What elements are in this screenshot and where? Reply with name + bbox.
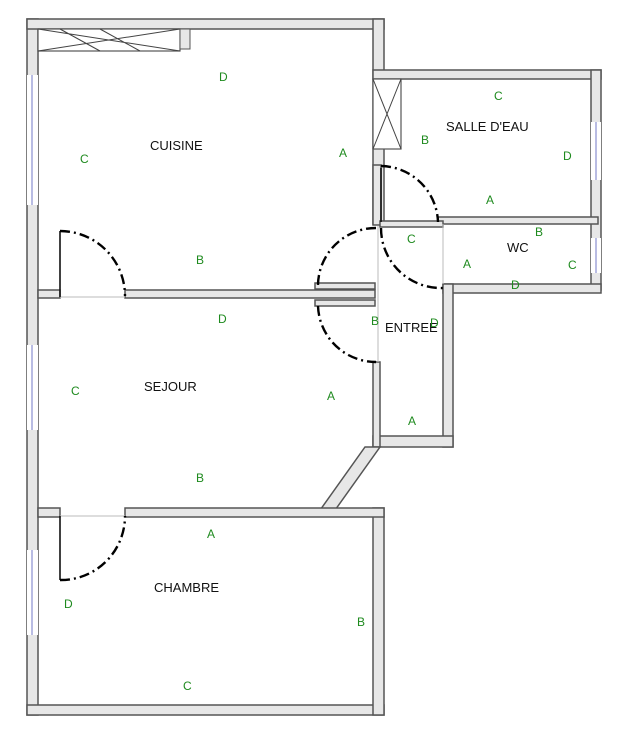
- wall-label-sejour-top: D: [218, 312, 227, 326]
- outer-wall-top: [26, 18, 385, 30]
- doors: [59, 164, 444, 582]
- wall-label-wc-right: C: [568, 258, 577, 272]
- sejour-chambre-wall-left: [37, 507, 61, 518]
- room-label-wc: WC: [507, 240, 529, 255]
- room-label-entree: ENTREE: [385, 320, 438, 335]
- wc-door-frame: [379, 220, 444, 228]
- wall-label-cuisine-right: A: [339, 146, 347, 160]
- wall-label-entree-left: B: [371, 314, 379, 328]
- chambre-right-wall: [372, 507, 385, 716]
- windows: [27, 75, 601, 635]
- diagonal-wall: [316, 446, 382, 514]
- door-swing-cuisine-entree: [316, 226, 377, 289]
- entree-bottom-wall: [372, 435, 454, 448]
- entry-door-frame-upper: [314, 282, 376, 290]
- room-labels: CUISINE SALLE D'EAU WC ENTREE SEJOUR CHA…: [144, 119, 529, 595]
- wall-label-salle-deau-left: B: [421, 133, 429, 147]
- vent-cross-top: [37, 28, 181, 52]
- sejour-chambre-wall: [124, 507, 385, 518]
- cuisine-sejour-wall: [124, 289, 376, 299]
- door-swing-wc: [379, 227, 444, 290]
- wall-label-cuisine-bottom: B: [196, 253, 204, 267]
- wall-label-chambre-left: D: [64, 597, 73, 611]
- outer-wall-bottom: [26, 704, 385, 716]
- door-swing-sejour-entree: [316, 305, 377, 364]
- wall-label-entree-right: D: [430, 316, 439, 330]
- wall-label-salle-deau-bottom: A: [486, 193, 494, 207]
- room-label-cuisine: CUISINE: [150, 138, 203, 153]
- room-label-chambre: CHAMBRE: [154, 580, 219, 595]
- entree-left-wall: [372, 361, 381, 448]
- wall-label-salle-deau-right: D: [563, 149, 572, 163]
- door-swing-chambre: [59, 515, 127, 582]
- salle-deau-wc-wall: [437, 216, 599, 225]
- wall-labels: D C A B C B D A B A C D C B D A D C A B …: [64, 70, 577, 693]
- door-swing-salle-deau: [380, 164, 440, 223]
- partitions: [60, 224, 444, 517]
- wall-label-salle-deau-top: C: [494, 89, 503, 103]
- wall-label-cuisine-left: C: [80, 152, 89, 166]
- wall-label-sejour-right: A: [327, 389, 335, 403]
- room-label-salle-deau: SALLE D'EAU: [446, 119, 529, 134]
- wall-label-wc-bottom: D: [511, 278, 520, 292]
- wall-label-cuisine-top: D: [219, 70, 228, 84]
- entree-right-wall: [442, 283, 454, 448]
- salle-deau-top-wall: [372, 69, 602, 80]
- entry-door-frame-lower: [314, 299, 376, 307]
- wall-label-chambre-right: B: [357, 615, 365, 629]
- notch: [179, 28, 191, 50]
- wall-label-chambre-bottom: C: [183, 679, 192, 693]
- wall-label-sejour-left: C: [71, 384, 80, 398]
- wall-label-chambre-top: A: [207, 527, 215, 541]
- cuisine-sejour-wall-left: [37, 289, 61, 299]
- salle-deau-door-jamb: [372, 164, 382, 226]
- vent-cross-side: [372, 78, 402, 150]
- wall-label-wc-left: A: [463, 257, 471, 271]
- wall-label-entree-top: C: [407, 232, 416, 246]
- room-label-sejour: SEJOUR: [144, 379, 197, 394]
- door-swing-cuisine: [59, 229, 127, 297]
- wall-label-sejour-bottom: B: [196, 471, 204, 485]
- wall-label-wc-top: B: [535, 225, 543, 239]
- wc-bottom-wall: [442, 283, 602, 294]
- wall-label-entree-bottom: A: [408, 414, 416, 428]
